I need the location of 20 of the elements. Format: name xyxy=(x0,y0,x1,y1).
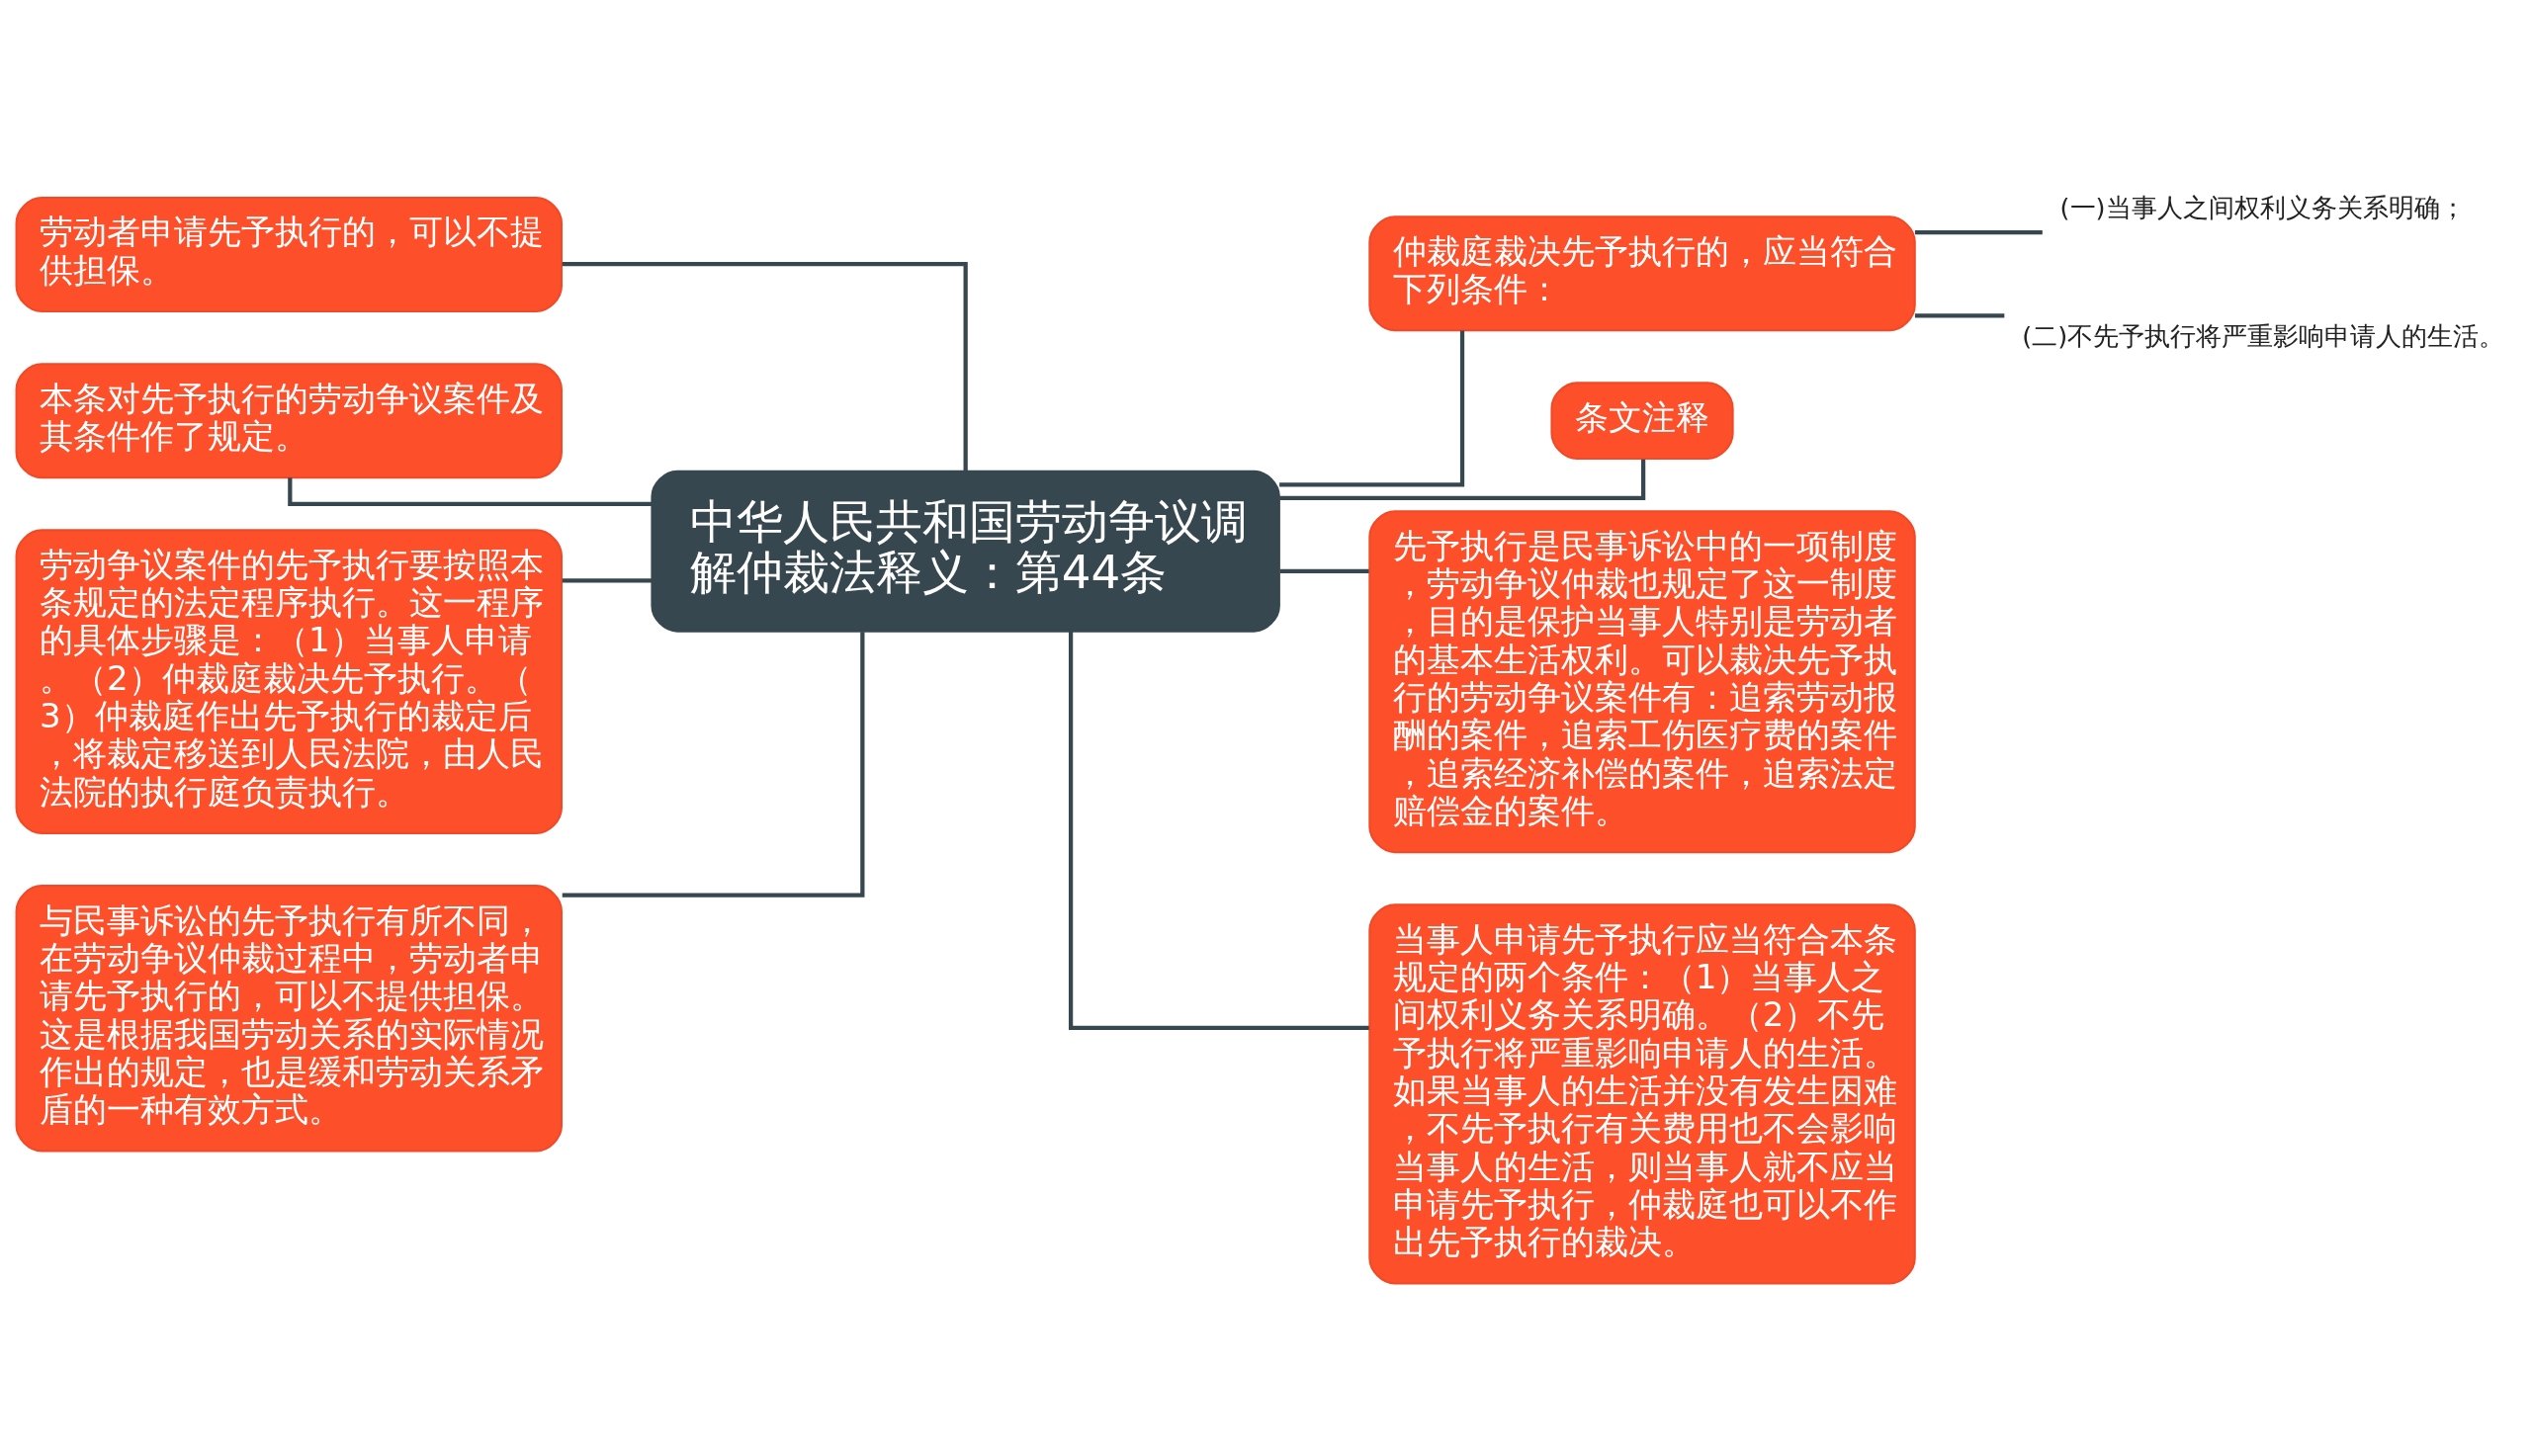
node-box: 劳动者申请先予执行的，可以不提供担保。 xyxy=(15,197,563,313)
node-box: 中华人民共和国劳动争议调解仲裁法释义：第44条 xyxy=(651,470,1280,633)
connector xyxy=(288,477,652,506)
connector xyxy=(562,262,968,471)
connector xyxy=(1914,230,2043,235)
connector xyxy=(1279,330,1465,487)
node-box: 当事人申请先予执行应当符合本条规定的两个条件：（1）当事人之间权利义务关系明确。（2）不先予执行将严重影响申请人的生活。如果当事人的生活并没有发生困难，不先予执行有关费用也不会影响当事人的生活，则当事人就不应当申请先予执行，仲裁庭也可以不作出先予执行的裁决。 xyxy=(1368,903,1916,1285)
node-text: (二)不先予执行将严重影响申请人的生活。 xyxy=(2022,321,2505,352)
node-box: 与民事诉讼的先予执行有所不同，在劳动争议仲裁过程中，劳动者申请先予执行的，可以不提供担保。这是根据我国劳动关系的实际情况作出的规定，也是缓和劳动关系矛盾的一种有效方式。 xyxy=(15,885,563,1153)
connector xyxy=(1914,313,2005,318)
connector xyxy=(562,578,653,583)
node-box: 仲裁庭裁决先予执行的，应当符合下列条件： xyxy=(1368,215,1916,332)
node-text: (一)当事人之间权利义务关系明确； xyxy=(2059,193,2466,223)
node-box: 先予执行是民事诉讼中的一项制度，劳动争议仲裁也规定了这一制度，目的是保护当事人特别是劳动者的基本生活权利。可以裁决先予执行的劳动争议案件有：追索劳动报酬的案件，追索工伤医疗费的案件，追索经济补偿的案件，追索法定赔偿金的案件。 xyxy=(1368,510,1916,854)
connector xyxy=(1279,568,1369,574)
node-box: 条文注释 xyxy=(1550,382,1734,461)
node-box: 劳动争议案件的先予执行要按照本条规定的法定程序执行。这一程序的具体步骤是：（1）当事人申请。（2）仲裁庭裁决先予执行。（3）仲裁庭作出先予执行的裁定后，将裁定移送到人民法院，由人民法院的执行庭负责执行。 xyxy=(15,529,563,834)
connector xyxy=(1068,631,1369,1030)
node-box: 本条对先予执行的劳动争议案件及其条件作了规定。 xyxy=(15,363,563,479)
connector xyxy=(562,632,865,898)
